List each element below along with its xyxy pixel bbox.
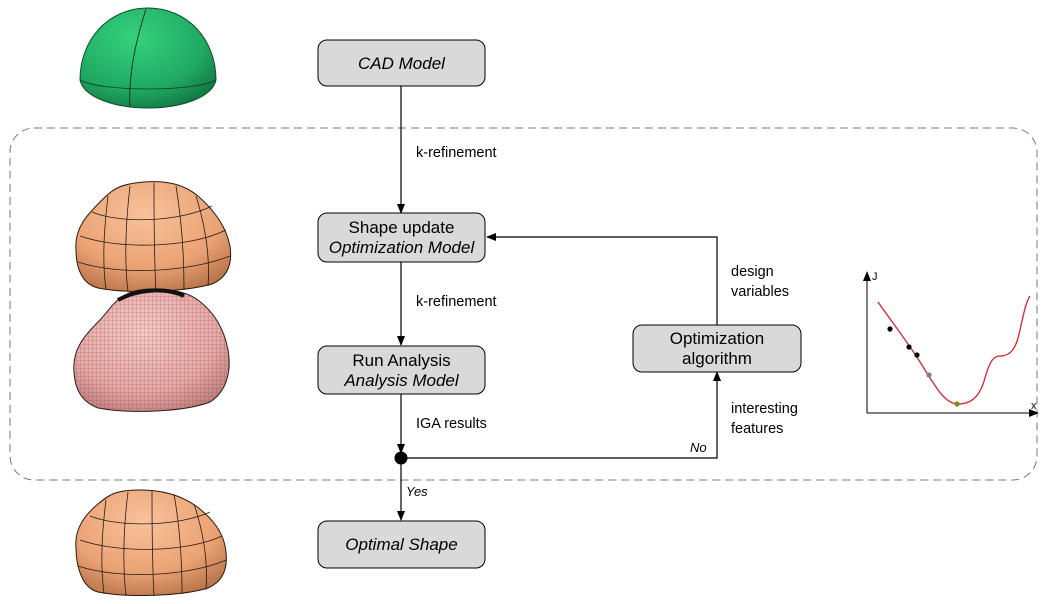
objective-curve bbox=[877, 295, 1031, 405]
edge-label-yes: Yes bbox=[406, 484, 428, 499]
edge-label-design: design bbox=[731, 264, 774, 280]
iterate-marker-2 bbox=[906, 344, 912, 350]
run-analysis-subtitle: Analysis Model bbox=[343, 371, 460, 390]
optimization-algorithm-line1: Optimization bbox=[670, 329, 764, 348]
cad-model-label: CAD Model bbox=[358, 54, 446, 73]
optimal-shape-label: Optimal Shape bbox=[345, 535, 457, 554]
edge-optimizer-to-shape-update bbox=[486, 233, 718, 325]
edge-no-to-optimizer bbox=[401, 371, 721, 459]
optimal-shape-image bbox=[75, 489, 227, 597]
optimal-shape-node: Optimal Shape bbox=[317, 520, 486, 569]
cad-model-node: CAD Model bbox=[317, 39, 486, 87]
iteration-loop-region bbox=[9, 127, 1038, 481]
shape-update-node: Shape update Optimization Model bbox=[317, 212, 486, 263]
optimum-marker bbox=[954, 401, 960, 407]
optimization-model-shape-image bbox=[75, 181, 232, 293]
edge-label-variables: variables bbox=[731, 284, 789, 300]
run-analysis-title: Run Analysis bbox=[352, 351, 450, 370]
iterate-marker-3 bbox=[914, 352, 920, 358]
shape-update-subtitle: Optimization Model bbox=[329, 238, 476, 257]
shape-update-title: Shape update bbox=[349, 218, 455, 237]
plot-y-label: J bbox=[872, 271, 878, 283]
edge-label-features: features bbox=[731, 421, 783, 437]
edge-label-no: No bbox=[690, 440, 707, 455]
decision-node bbox=[394, 451, 408, 465]
edge-label-k-refinement-1: k-refinement bbox=[416, 145, 497, 161]
edge-label-interesting: interesting bbox=[731, 401, 798, 417]
objective-function-plot: J x bbox=[863, 271, 1039, 417]
analysis-mesh-shape-image bbox=[73, 288, 230, 412]
edge-label-iga-results: IGA results bbox=[416, 416, 487, 432]
iterate-marker-4 bbox=[926, 372, 932, 378]
optimization-algorithm-line2: algorithm bbox=[682, 349, 752, 368]
plot-x-label: x bbox=[1031, 400, 1037, 412]
run-analysis-node: Run Analysis Analysis Model bbox=[317, 345, 486, 395]
edge-label-k-refinement-2: k-refinement bbox=[416, 294, 497, 310]
optimization-algorithm-node: Optimization algorithm bbox=[632, 324, 802, 373]
iterate-marker-1 bbox=[887, 326, 893, 332]
cad-dome-image bbox=[79, 7, 217, 109]
